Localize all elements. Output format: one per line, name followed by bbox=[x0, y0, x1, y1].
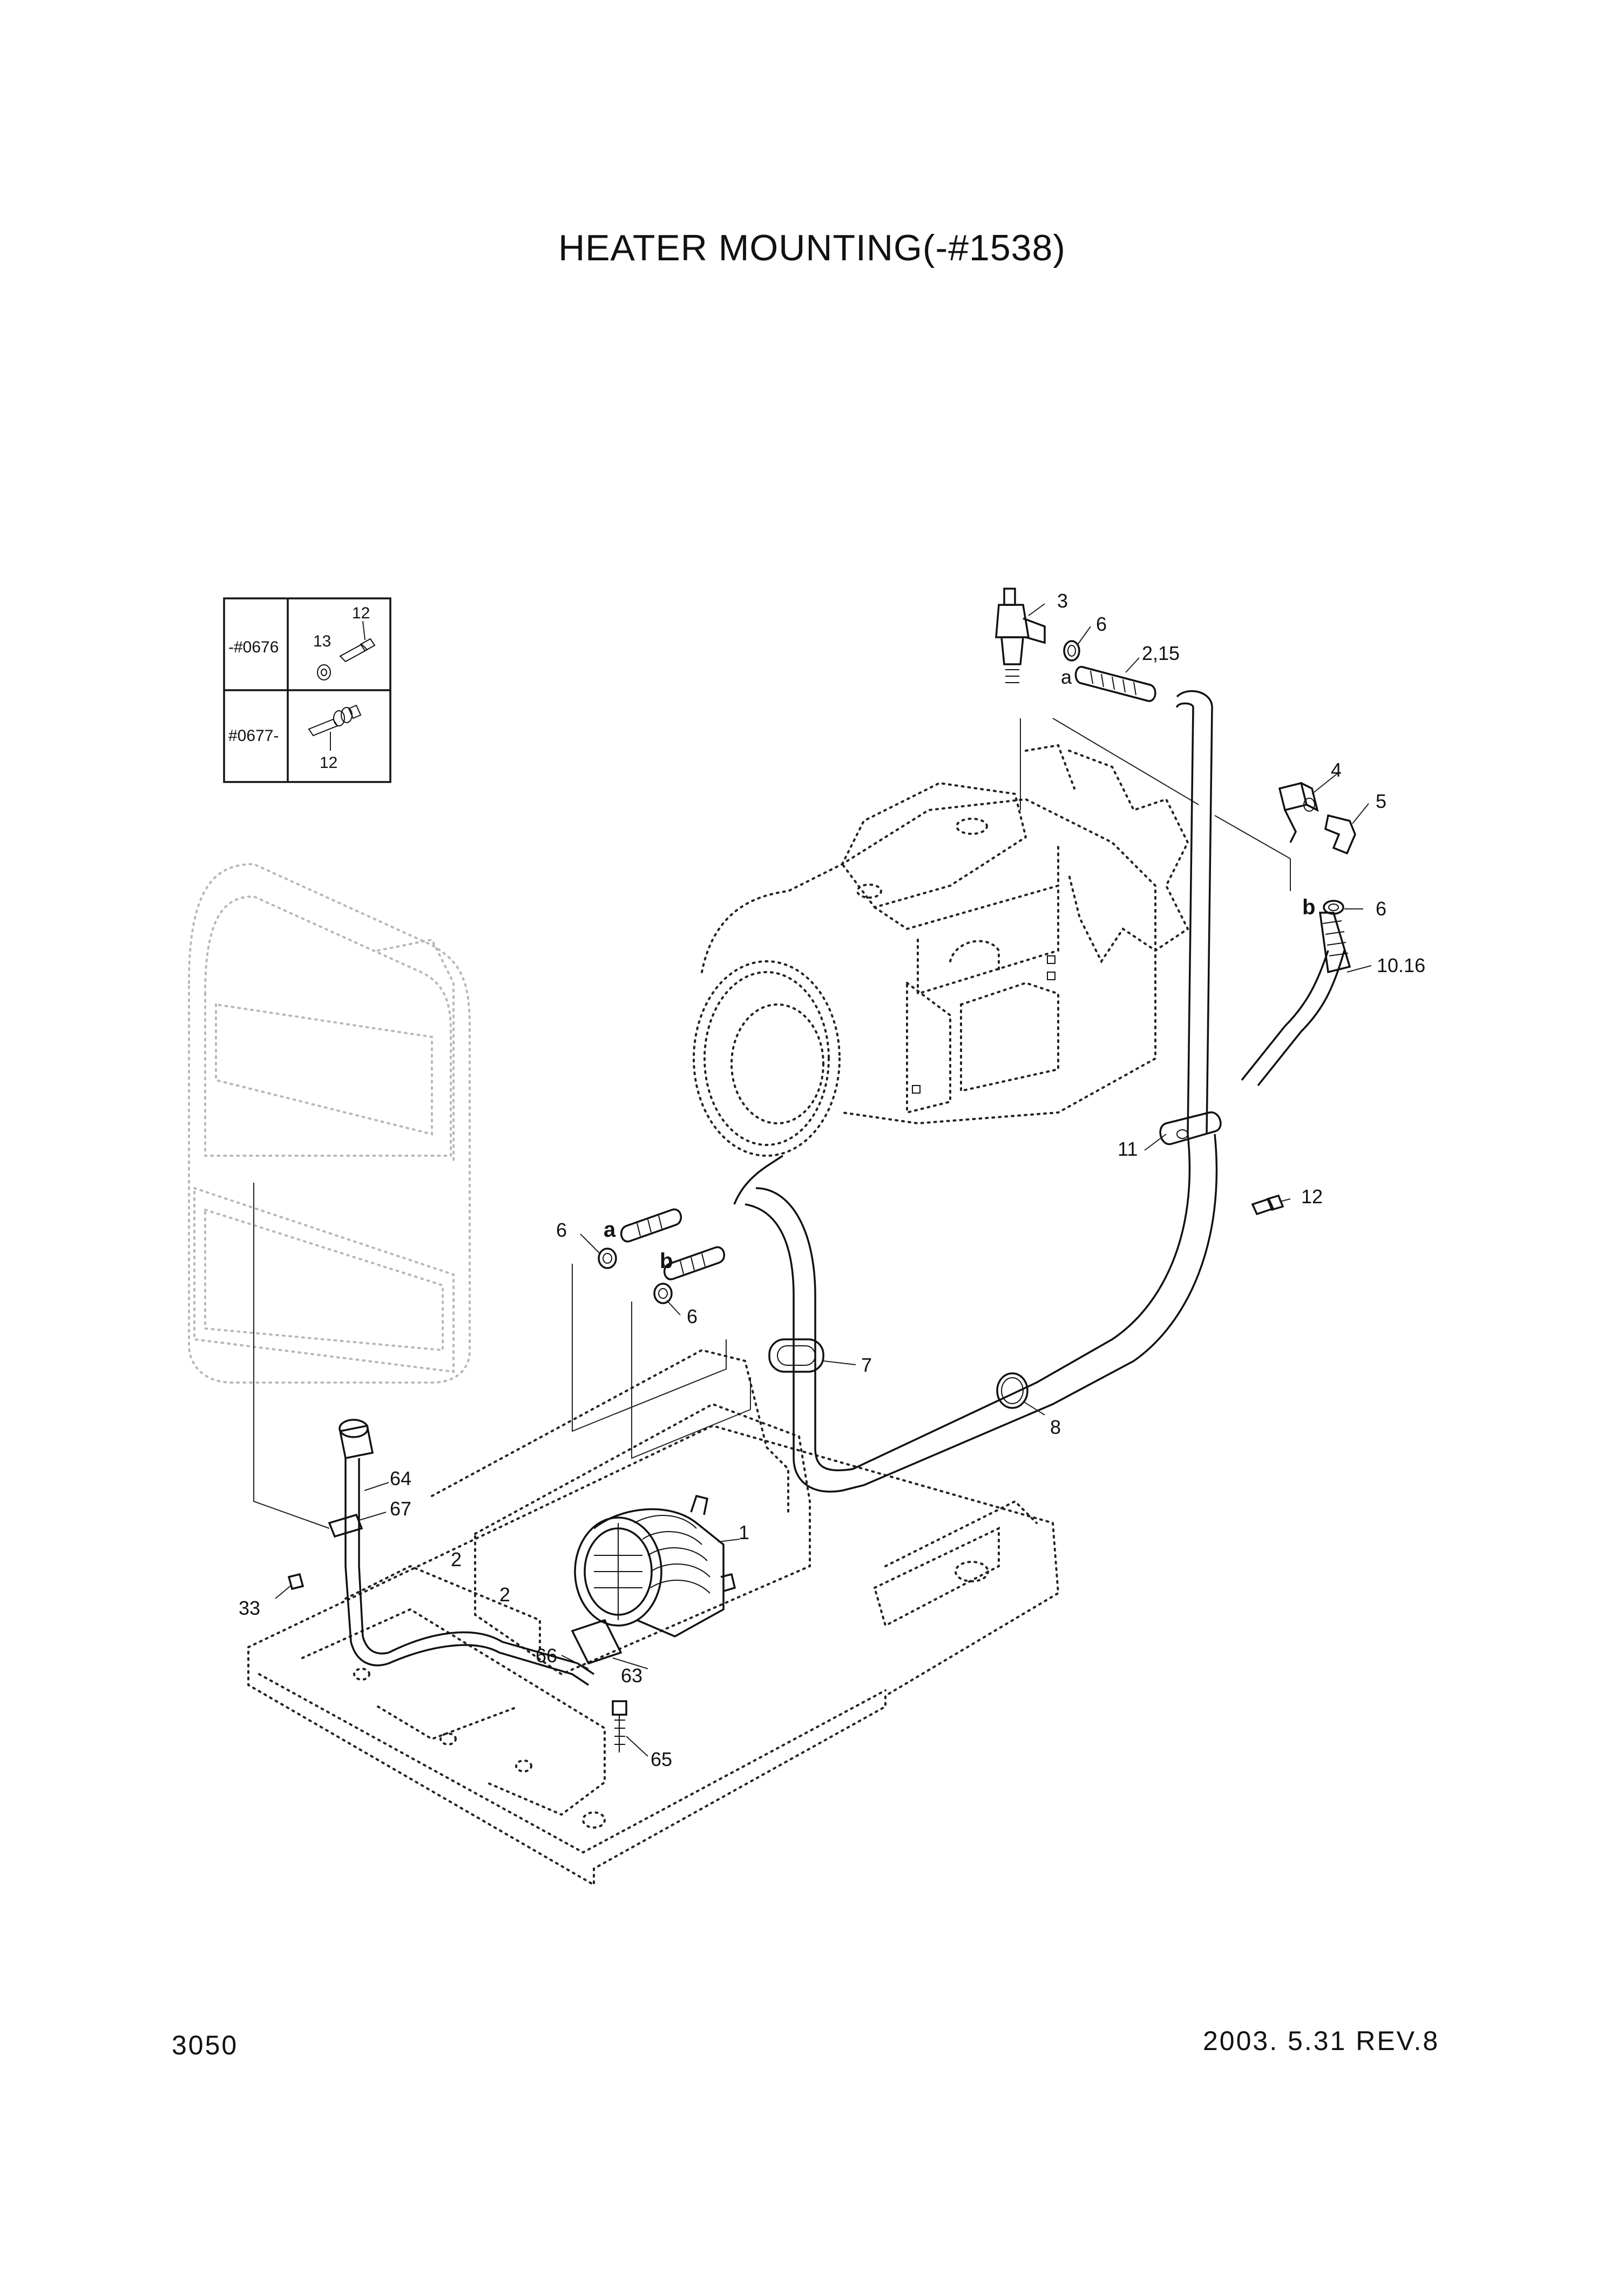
callout-6-right: 6 bbox=[1376, 898, 1386, 920]
washer-icon bbox=[317, 664, 331, 680]
hose-sleeve-b bbox=[663, 1246, 726, 1280]
drain-pipe-64 bbox=[339, 1419, 594, 1686]
clip-11 bbox=[1159, 1111, 1222, 1145]
callout-12: 12 bbox=[1301, 1185, 1323, 1208]
heater-unit bbox=[571, 1494, 736, 1665]
hose-clamp-6-b bbox=[653, 1283, 673, 1304]
hose-sleeve-10-16 bbox=[1318, 912, 1351, 974]
bolt-33 bbox=[287, 1573, 304, 1590]
base-frame-outline: 2 2 bbox=[247, 1349, 1060, 1887]
callout-3: 3 bbox=[1057, 590, 1068, 612]
grommet-7 bbox=[768, 1338, 824, 1373]
inset-part-12-top: 12 bbox=[352, 604, 370, 622]
heater-hose-supply bbox=[1241, 950, 1345, 1087]
elbow-fitting-5 bbox=[1324, 814, 1356, 855]
mark-b-bottom: b bbox=[660, 1249, 673, 1273]
callout-7: 7 bbox=[861, 1354, 872, 1376]
cab-outline bbox=[188, 862, 471, 1384]
inset-part-12-bottom: 12 bbox=[320, 754, 337, 772]
callout-65: 65 bbox=[651, 1748, 672, 1770]
callout-33: 33 bbox=[239, 1597, 260, 1619]
mark-a-bottom: a bbox=[604, 1218, 616, 1242]
page-number: 3050 bbox=[172, 2030, 239, 2060]
callout-labels: 3 6 a 2,15 4 5 b 6 10.16 11 12 6 a b 6 7… bbox=[239, 590, 1425, 1770]
frame-mark-2-a: 2 bbox=[451, 1548, 462, 1570]
bolt-65 bbox=[612, 1700, 627, 1752]
page-title: HEATER MOUNTING(-#1538) bbox=[558, 227, 1066, 268]
callout-2-15: 2,15 bbox=[1142, 642, 1180, 664]
callout-8: 8 bbox=[1050, 1416, 1061, 1438]
callout-4: 4 bbox=[1331, 759, 1342, 781]
callout-67: 67 bbox=[390, 1498, 411, 1520]
hose-clamp-6-top bbox=[1063, 640, 1080, 662]
elbow-fitting-4 bbox=[1278, 781, 1319, 843]
callout-66: 66 bbox=[536, 1644, 557, 1667]
hose-clamp-6-a bbox=[598, 1248, 617, 1269]
callout-64: 64 bbox=[390, 1467, 411, 1489]
hose-clamp-8 bbox=[996, 1372, 1028, 1409]
frame-mark-2-b: 2 bbox=[499, 1583, 510, 1606]
hose-sleeve-a bbox=[620, 1208, 682, 1243]
inset-serial-range-1: -#0676 bbox=[228, 638, 279, 656]
mark-b-top: b bbox=[1302, 895, 1315, 919]
callout-11: 11 bbox=[1118, 1138, 1138, 1160]
inset-serial-range-2: #0677- bbox=[228, 727, 279, 745]
revision-date: 2003. 5.31 REV.8 bbox=[1203, 2026, 1440, 2056]
heater-hose-return bbox=[733, 690, 1218, 1493]
callout-6-a: 6 bbox=[556, 1219, 567, 1241]
callout-1: 1 bbox=[739, 1521, 749, 1543]
callout-5: 5 bbox=[1376, 790, 1386, 812]
mark-a-top: a bbox=[1061, 666, 1072, 688]
drain-valve-3 bbox=[995, 588, 1046, 683]
callout-6-b: 6 bbox=[687, 1305, 698, 1327]
leader-lines bbox=[253, 603, 1372, 1757]
bolt-washer-assembly-icon bbox=[308, 704, 362, 751]
bolt-icon bbox=[339, 621, 376, 663]
callout-6-top: 6 bbox=[1096, 613, 1107, 635]
callout-10-16: 10.16 bbox=[1377, 954, 1425, 976]
serial-inset-table: -#0676 #0677- 12 13 12 bbox=[223, 597, 391, 783]
engine-outline bbox=[693, 718, 1291, 1157]
inset-part-13: 13 bbox=[313, 632, 331, 650]
hose-clamp-6-right bbox=[1323, 900, 1344, 915]
hose-sleeve-2-15 bbox=[1074, 666, 1156, 702]
bolt-12 bbox=[1251, 1194, 1284, 1216]
clamp-67 bbox=[328, 1513, 363, 1538]
callout-63: 63 bbox=[621, 1664, 642, 1687]
